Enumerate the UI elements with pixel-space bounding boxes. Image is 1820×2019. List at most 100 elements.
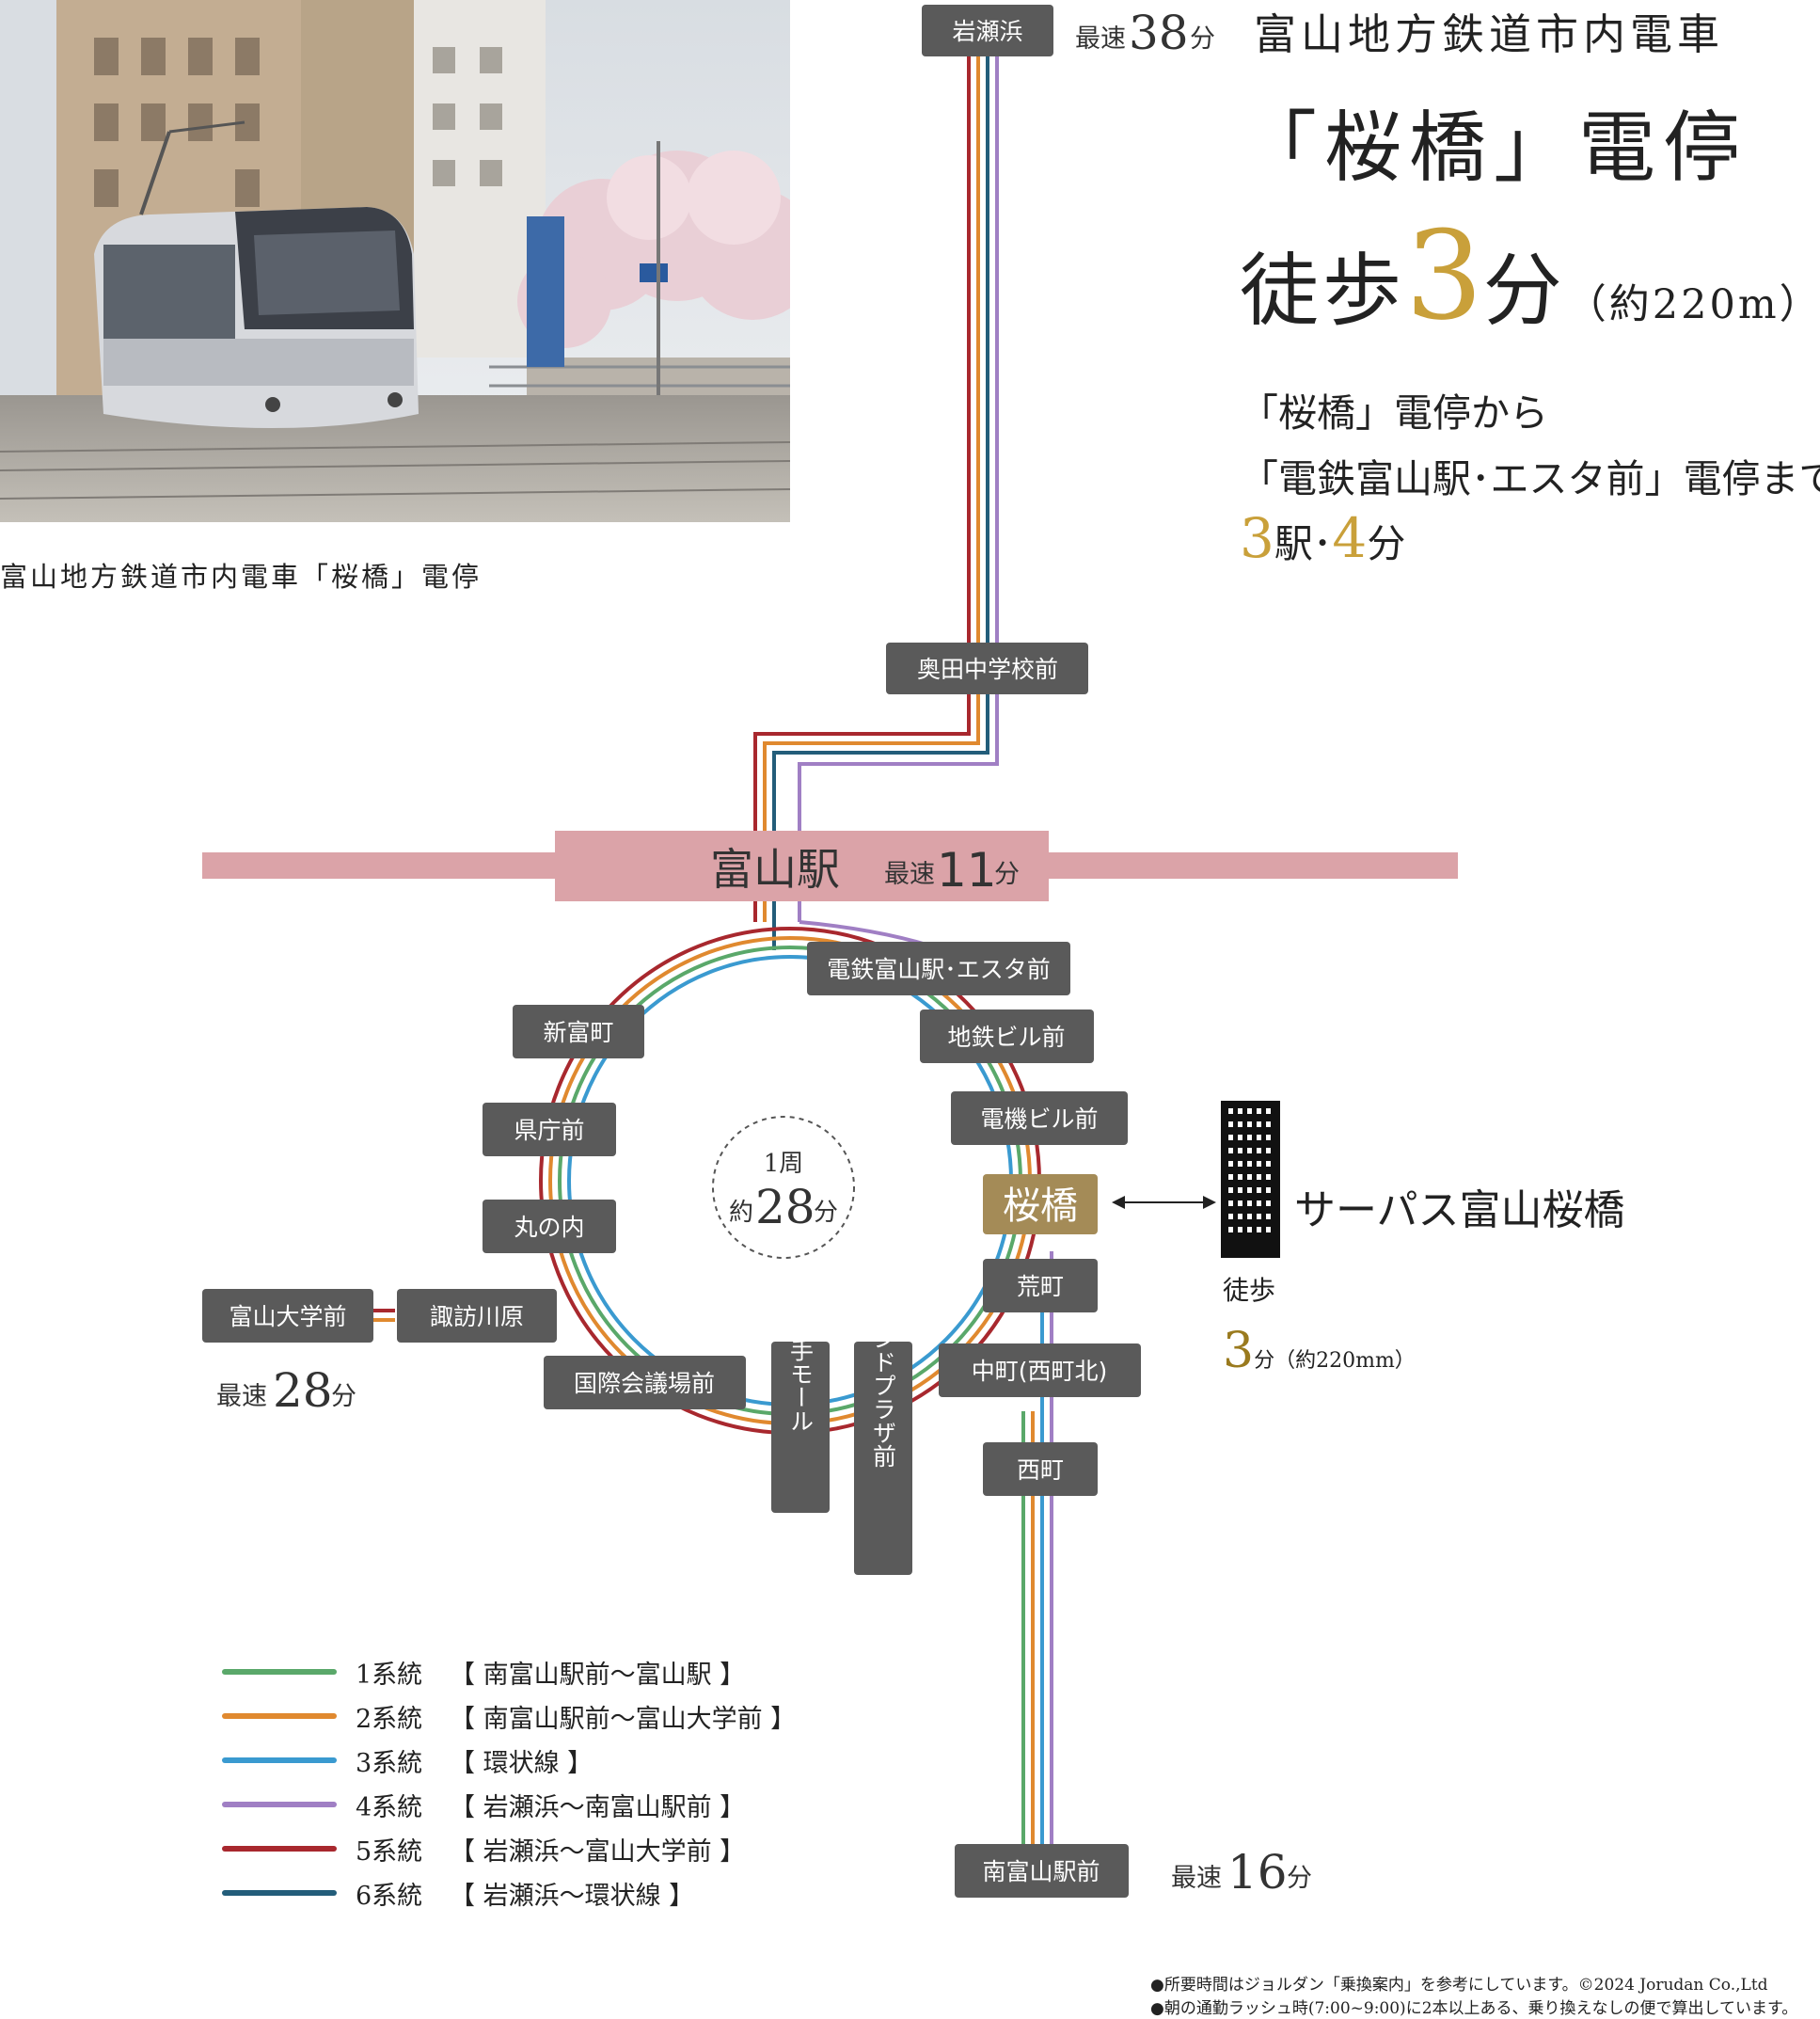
minami-fast-label: 最速: [1171, 1864, 1222, 1893]
iwasehama-fast-num: 38: [1129, 6, 1189, 60]
loop-time-circle: [712, 1116, 855, 1259]
station-nakamachi-box[interactable]: [939, 1343, 1141, 1397]
station-toyama: 富山駅: [710, 844, 840, 895]
legend-name: 1系統: [356, 1660, 423, 1690]
building-walk-num: 3: [1223, 1322, 1255, 1379]
minutes-count: 4: [1332, 506, 1368, 570]
line-5-path: [753, 52, 971, 922]
station-toyamadaigaku-box[interactable]: [202, 1289, 373, 1343]
legend-route: 【 岩瀬浜〜富山大学前 】: [450, 1836, 746, 1867]
walk-minutes: 3: [1405, 204, 1483, 347]
legend-route: 【 南富山駅前〜富山大学前 】: [450, 1704, 797, 1734]
station-kencho: 県庁前: [514, 1117, 584, 1144]
legend-swatch: [222, 1802, 337, 1807]
legend-row: 3系統 【 環状線 】: [222, 1741, 593, 1779]
station-okuda-box[interactable]: [886, 643, 1088, 694]
route-line-2: 「電鉄富山駅･エスタ前」電停まで: [1240, 456, 1820, 501]
headline-stop-name: 「桜橋」電停: [1240, 103, 1749, 193]
legend-swatch: [222, 1713, 337, 1719]
line-6-path: [772, 52, 989, 950]
legend-swatch: [222, 1890, 337, 1896]
toyama-fast-num: 11: [937, 843, 997, 898]
univ-fast-unit: 分: [331, 1382, 356, 1411]
walk-prefix: 徒歩: [1240, 245, 1406, 337]
station-denki: 電機ビル前: [980, 1105, 1098, 1133]
station-okuda: 奥田中学校前: [917, 656, 1058, 683]
note-1: ●所要時間はジョルダン「乗換案内」を参考にしています。©2024 Jorudan…: [1150, 1976, 1768, 1995]
line-2-path: [763, 52, 980, 922]
station-marunouchi-box[interactable]: [483, 1200, 616, 1253]
station-suwagawara: 諏訪川原: [430, 1303, 524, 1330]
building-walk-rest: 分（約220mm）: [1254, 1348, 1416, 1373]
legend-route: 【 岩瀬浜〜南富山駅前 】: [450, 1792, 746, 1822]
toyama-fast-unit: 分: [994, 860, 1020, 889]
legend-name: 3系統: [356, 1748, 423, 1778]
univ-fast-num: 28: [273, 1363, 333, 1418]
legend-name: 6系統: [356, 1881, 423, 1911]
station-grand-box[interactable]: [854, 1342, 912, 1575]
legend-route: 【 岩瀬浜〜環状線 】: [450, 1881, 695, 1911]
station-sakurabashi-box[interactable]: [983, 1174, 1098, 1234]
arrow-right-icon: [1203, 1196, 1216, 1209]
stations-count: 3: [1240, 506, 1274, 570]
univ-fast-label: 最速: [216, 1382, 267, 1411]
station-denki-box[interactable]: [951, 1091, 1128, 1145]
loop-num: 28: [755, 1180, 815, 1234]
loop-unit: 分: [814, 1199, 838, 1227]
station-dentetsu-box[interactable]: [807, 942, 1070, 995]
station-chitetsu: 地鉄ビル前: [947, 1024, 1065, 1051]
station-toyama-box: [555, 831, 1049, 901]
legend-swatch: [222, 1669, 337, 1675]
station-nishicho: 西町: [1017, 1456, 1064, 1484]
tram-photo: [0, 0, 790, 522]
loop-label-1: 1周: [764, 1150, 804, 1178]
building-icon: [1221, 1101, 1280, 1258]
station-dentetsu: 電鉄富山駅･エスタ前: [827, 956, 1051, 983]
station-iwasehama-box[interactable]: [922, 5, 1053, 56]
station-minamitoyama-box[interactable]: [955, 1844, 1129, 1898]
station-ote-box[interactable]: [771, 1342, 830, 1513]
station-minamitoyama: 南富山駅前: [982, 1858, 1100, 1885]
station-nakamachi: 中町(西町北): [972, 1358, 1108, 1385]
legend-row: 5系統 【 岩瀬浜〜富山大学前 】: [222, 1830, 745, 1868]
headline-walk: 徒歩3分（約220m）: [1240, 215, 1820, 342]
walk-unit: 分: [1482, 245, 1566, 337]
legend-route: 【 南富山駅前〜富山駅 】: [450, 1660, 746, 1690]
stations-unit: 駅･: [1274, 521, 1333, 566]
station-iwasehama: 岩瀬浜: [952, 18, 1022, 45]
station-marunouchi: 丸の内: [514, 1214, 584, 1241]
station-nishicho-box[interactable]: [983, 1442, 1098, 1496]
station-ote: 大手モール: [787, 1315, 815, 1433]
station-kokusai-box[interactable]: [544, 1356, 746, 1409]
station-shintomicho: 新富町: [543, 1019, 613, 1046]
building-walk-label: 徒歩: [1223, 1275, 1276, 1306]
station-sakurabashi: 桜橋: [1003, 1184, 1078, 1228]
station-aramachi-box[interactable]: [983, 1259, 1098, 1312]
legend-swatch: [222, 1757, 337, 1763]
iwasehama-fast-label: 最速: [1075, 24, 1126, 54]
walk-distance: （約220m）: [1565, 281, 1820, 328]
legend-row: 4系統 【 岩瀬浜〜南富山駅前 】: [222, 1786, 745, 1823]
station-shintomicho-box[interactable]: [513, 1005, 644, 1058]
legend-row: 6系統 【 岩瀬浜〜環状線 】: [222, 1874, 694, 1912]
legend-row: 2系統 【 南富山駅前〜富山大学前 】: [222, 1697, 796, 1735]
legend-route: 【 環状線 】: [450, 1748, 593, 1778]
station-chitetsu-box[interactable]: [920, 1010, 1094, 1063]
station-toyamadaigaku: 富山大学前: [229, 1303, 346, 1330]
route-line-1: 「桜橋」電停から: [1240, 390, 1548, 436]
legend-name: 2系統: [356, 1704, 423, 1734]
station-suwagawara-box[interactable]: [397, 1289, 557, 1343]
legend-swatch: [222, 1846, 337, 1852]
building-name: サーパス富山桜橋: [1294, 1186, 1625, 1234]
legend-name: 4系統: [356, 1792, 423, 1822]
headline-operator: 富山地方鉄道市内電車: [1254, 9, 1725, 59]
minami-fast-unit: 分: [1287, 1864, 1312, 1893]
minutes-unit: 分: [1367, 521, 1406, 566]
tram-photo-image: [0, 0, 790, 522]
route-summary: 3駅･4分: [1240, 506, 1405, 570]
station-aramachi: 荒町: [1017, 1273, 1064, 1300]
station-grand: グランドプラザ前: [870, 1280, 897, 1468]
station-kencho-box[interactable]: [483, 1103, 616, 1156]
note-2: ●朝の通勤ラッシュ時(7:00~9:00)に2本以上ある、乗り換えなしの便で算出…: [1150, 1999, 1798, 2018]
